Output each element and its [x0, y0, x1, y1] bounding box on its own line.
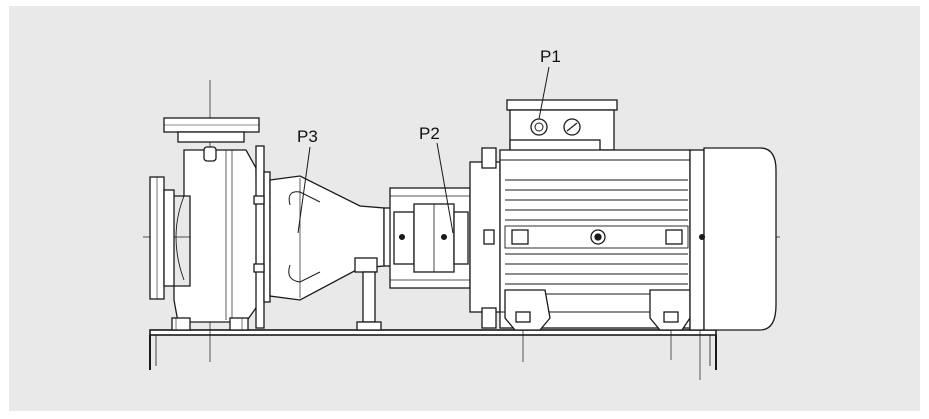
p3-leader	[297, 146, 311, 234]
motor	[469, 99, 777, 331]
pump-cover	[253, 145, 271, 329]
coupling-guard	[383, 187, 471, 289]
p2-leader	[436, 142, 454, 234]
gauge-icon	[563, 118, 581, 136]
label-p3: P3	[297, 127, 318, 146]
label-p1: P1	[540, 47, 561, 66]
base-frame	[149, 329, 717, 370]
p1-point-icon	[530, 66, 550, 136]
bearing-bracket	[269, 175, 385, 331]
label-p2: P2	[419, 124, 440, 143]
pump-casing	[149, 117, 260, 331]
